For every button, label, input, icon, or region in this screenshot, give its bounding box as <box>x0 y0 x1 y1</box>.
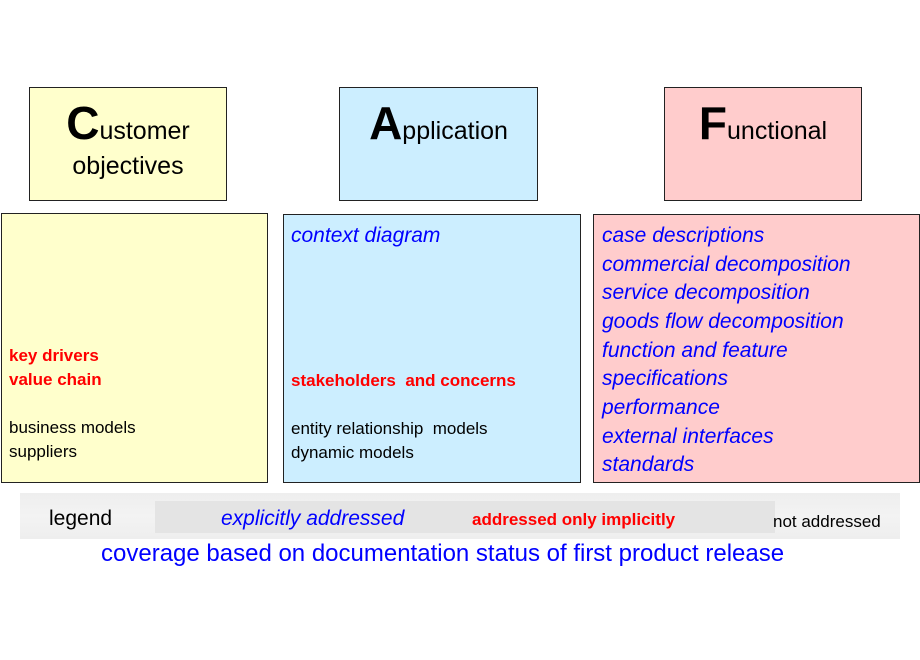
functional-header: Functional <box>664 87 862 201</box>
customer-rest: ustomer <box>99 117 190 145</box>
legend-inner-band <box>155 501 775 533</box>
functional-explicit-item: commercial decomposition <box>602 253 851 276</box>
legend-explicit-sample: explicitly addressed <box>221 507 405 530</box>
customer-not-addressed-item: business models <box>9 418 136 437</box>
legend-not-addressed-sample: not addressed <box>773 512 881 531</box>
functional-explicit-item: specifications <box>602 367 729 390</box>
legend-implicit-sample: addressed only implicitly <box>472 510 676 529</box>
coverage-caption: coverage based on documentation status o… <box>101 540 785 567</box>
functional-explicit-item: performance <box>602 396 720 419</box>
application-initial: A <box>369 97 403 149</box>
functional-rest: unctional <box>727 117 828 145</box>
application-rest: pplication <box>402 117 508 145</box>
application-not-addressed-item: entity relationship models <box>291 419 488 438</box>
functional-explicit-item: external interfaces <box>602 425 774 448</box>
functional-content-box <box>593 214 920 483</box>
functional-explicit-item: service decomposition <box>602 281 810 304</box>
customer-content-box <box>1 213 268 483</box>
functional-explicit-item: case descriptions <box>602 224 765 247</box>
customer-initial: C <box>66 97 100 149</box>
application-content-box <box>283 214 581 483</box>
application-implicit-item: stakeholders and concerns <box>291 371 516 390</box>
customer-implicit-item: value chain <box>9 370 102 389</box>
functional-explicit-item: standards <box>602 453 695 476</box>
application-header: Application <box>339 87 538 201</box>
customer-objectives-header: Customer objectives <box>29 87 227 201</box>
customer-implicit-item: key drivers <box>9 346 99 365</box>
functional-explicit-item: goods flow decomposition <box>602 310 844 333</box>
customer-not-addressed-item: suppliers <box>9 442 78 461</box>
functional-explicit-item: function and feature <box>602 339 788 362</box>
application-explicit-item: context diagram <box>291 224 441 247</box>
application-not-addressed-item: dynamic models <box>291 443 414 462</box>
functional-initial: F <box>698 97 728 149</box>
customer-line2: objectives <box>72 152 184 180</box>
legend-title: legend <box>49 507 113 530</box>
